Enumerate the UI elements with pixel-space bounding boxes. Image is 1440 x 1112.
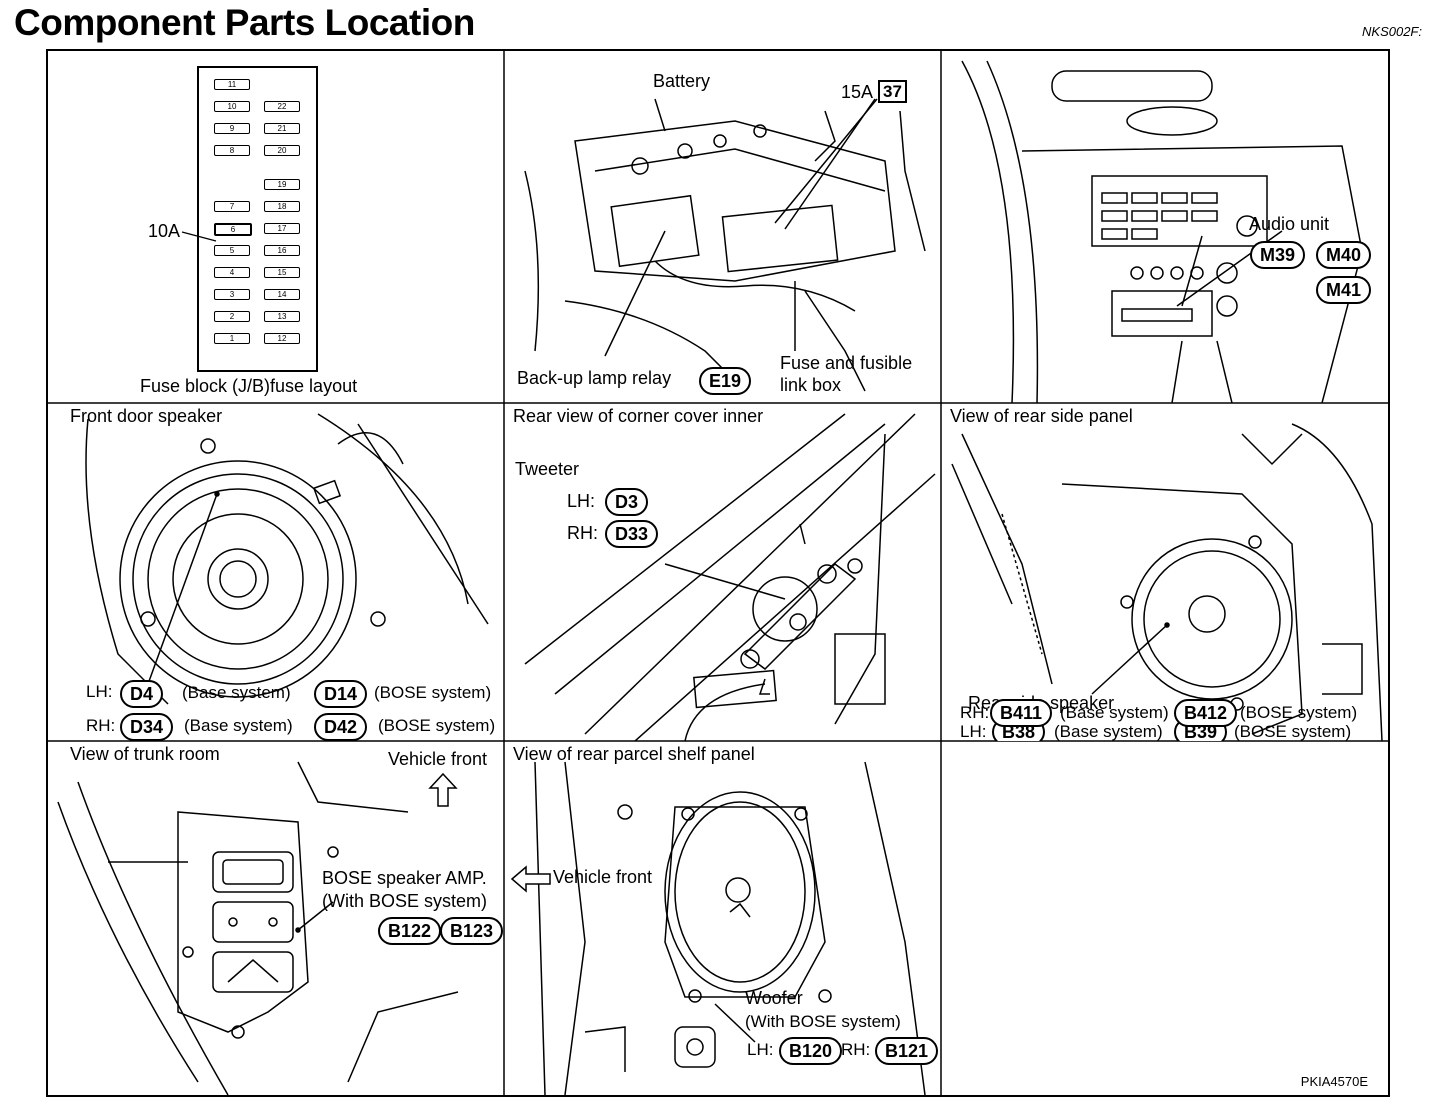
fuse-12: 12 xyxy=(264,333,300,344)
connector-b411: B411 xyxy=(990,699,1053,727)
connector-b412: B412 xyxy=(1174,699,1238,727)
trunk-room-drawing xyxy=(57,761,459,1095)
connector-d33: D33 xyxy=(605,520,659,548)
panel-battery: Battery 15A 37 Back-up lamp relay E19 Fu… xyxy=(505,51,941,403)
connector-d4: D4 xyxy=(120,680,164,708)
fuse-5: 5 xyxy=(214,245,250,256)
vehicle-front-left-arrow-icon xyxy=(510,865,551,893)
rear-side-panel-drawing xyxy=(951,423,1383,741)
fuse-2: 2 xyxy=(214,311,250,322)
connector-b123: B123 xyxy=(440,917,504,945)
connector-m39: M39 xyxy=(1250,241,1306,269)
fusebox-label-line1: Fuse and fusible xyxy=(780,353,913,373)
fuse-9: 9 xyxy=(214,123,250,134)
rear-side-lh-bose-text: (BOSE system) xyxy=(1234,722,1352,741)
corner-cover-drawing xyxy=(524,413,936,741)
connector-d14: D14 xyxy=(314,680,368,708)
bose-amp-label: BOSE speaker AMP. xyxy=(322,868,487,888)
fuse-13: 13 xyxy=(264,311,300,322)
panel-parcel-shelf: View of rear parcel shelf panel Vehicle … xyxy=(505,742,941,1095)
panel-trunk-room: View of trunk room Vehicle front BOSE sp… xyxy=(48,742,504,1095)
panel-corner-cover: Rear view of corner cover inner Tweeter … xyxy=(505,404,941,741)
rear-side-rh-base-text: (Base system) xyxy=(1060,703,1169,722)
fuse-17: 17 xyxy=(264,223,300,234)
connector-b121: B121 xyxy=(875,1037,939,1065)
fuse-18: 18 xyxy=(264,201,300,212)
fuse-rating-label: 15A xyxy=(841,82,874,102)
rear-side-lh-prefix: LH: xyxy=(960,722,987,741)
vehicle-front-up-arrow-icon xyxy=(428,772,458,807)
fuse-6: 6 xyxy=(214,223,252,236)
fuse-8: 8 xyxy=(214,145,250,156)
rear-side-rh-row: RH: B411 (Base system) B412 (BOSE system… xyxy=(942,699,1388,781)
fuse-11: 11 xyxy=(214,79,250,90)
front-door-rh-bose-text: (BOSE system) xyxy=(378,716,496,735)
parcel-shelf-drawing xyxy=(534,761,926,1095)
connector-b120: B120 xyxy=(779,1037,843,1065)
page-title: Component Parts Location xyxy=(14,2,475,43)
connector-e19: E19 xyxy=(699,367,752,395)
woofer-sublabel: (With BOSE system) xyxy=(745,1012,901,1031)
woofer-lh-prefix: LH: xyxy=(747,1040,774,1059)
corner-cover-title: Rear view of corner cover inner xyxy=(513,406,764,426)
trunk-title: View of trunk room xyxy=(70,744,220,764)
fuse-16: 16 xyxy=(264,245,300,256)
backup-lamp-relay-label: Back-up lamp relay xyxy=(517,368,672,388)
fuse-4: 4 xyxy=(214,267,250,278)
connector-d3: D3 xyxy=(605,488,649,516)
front-door-lh-bose-text: (BOSE system) xyxy=(374,683,492,702)
fuse-callout-10a: 10A xyxy=(148,221,181,241)
fuse-14: 14 xyxy=(264,289,300,300)
fuse-3: 3 xyxy=(214,289,250,300)
fuse-20: 20 xyxy=(264,145,300,156)
panel-front-door-speaker: Front door speaker LH: D4 (Base system) … xyxy=(48,404,504,741)
rear-side-lh-base-text: (Base system) xyxy=(1054,722,1163,741)
rear-side-title: View of rear side panel xyxy=(950,406,1133,426)
front-door-rh-base-text: (Base system) xyxy=(184,716,293,735)
front-door-speaker-drawing xyxy=(85,413,489,705)
tweeter-rh-prefix: RH: xyxy=(567,523,598,543)
battery-label: Battery xyxy=(653,71,711,91)
figure-reference: PKIA4570E xyxy=(1300,1074,1368,1089)
grid-lines xyxy=(48,51,1388,1095)
woofer-rh-prefix: RH: xyxy=(841,1040,871,1059)
fusebox-label-line2: link box xyxy=(780,375,842,395)
fuse-10: 10 xyxy=(214,101,250,112)
rear-side-rh-prefix: RH: xyxy=(960,703,990,722)
panel-rear-side: View of rear side panel Rear side speake… xyxy=(942,404,1388,741)
parcel-shelf-title: View of rear parcel shelf panel xyxy=(513,744,755,764)
audio-unit-label: Audio unit xyxy=(1249,214,1330,234)
dashboard-drawing xyxy=(961,60,1363,403)
panel-audio-unit: Audio unit M39 M40 M41 xyxy=(942,51,1388,403)
connector-d34: D34 xyxy=(120,713,174,741)
fuse-21: 21 xyxy=(264,123,300,134)
connector-m40: M40 xyxy=(1316,241,1372,269)
woofer-label: Woofer xyxy=(745,988,803,1008)
fuse-block-caption: Fuse block (J/B)fuse layout xyxy=(140,376,358,396)
fuse-7: 7 xyxy=(214,201,250,212)
connector-d42: D42 xyxy=(314,713,368,741)
front-door-title: Front door speaker xyxy=(70,406,223,426)
fuse-19: 19 xyxy=(264,179,300,190)
fuse-number-box: 37 xyxy=(878,80,907,103)
bose-amp-sublabel: (With BOSE system) xyxy=(322,891,488,911)
tweeter-lh-prefix: LH: xyxy=(567,491,596,511)
front-door-lh-base-text: (Base system) xyxy=(182,683,291,702)
connector-m41: M41 xyxy=(1316,276,1372,304)
trunk-vehicle-front-label: Vehicle front xyxy=(388,749,488,769)
front-door-rh-prefix: RH: xyxy=(86,716,116,735)
connector-b122: B122 xyxy=(378,917,442,945)
engine-bay-drawing xyxy=(524,98,926,392)
parcel-vehicle-front-label: Vehicle front xyxy=(553,867,653,887)
rear-side-rh-bose-text: (BOSE system) xyxy=(1240,703,1358,722)
fuse-15: 15 xyxy=(264,267,300,278)
fuse-1: 1 xyxy=(214,333,250,344)
fuse-block-drawing xyxy=(181,66,318,372)
fuse-22: 22 xyxy=(264,101,300,112)
tweeter-label: Tweeter xyxy=(515,459,580,479)
front-door-lh-prefix: LH: xyxy=(86,682,113,701)
document-id: NKS002F: xyxy=(1362,24,1422,39)
